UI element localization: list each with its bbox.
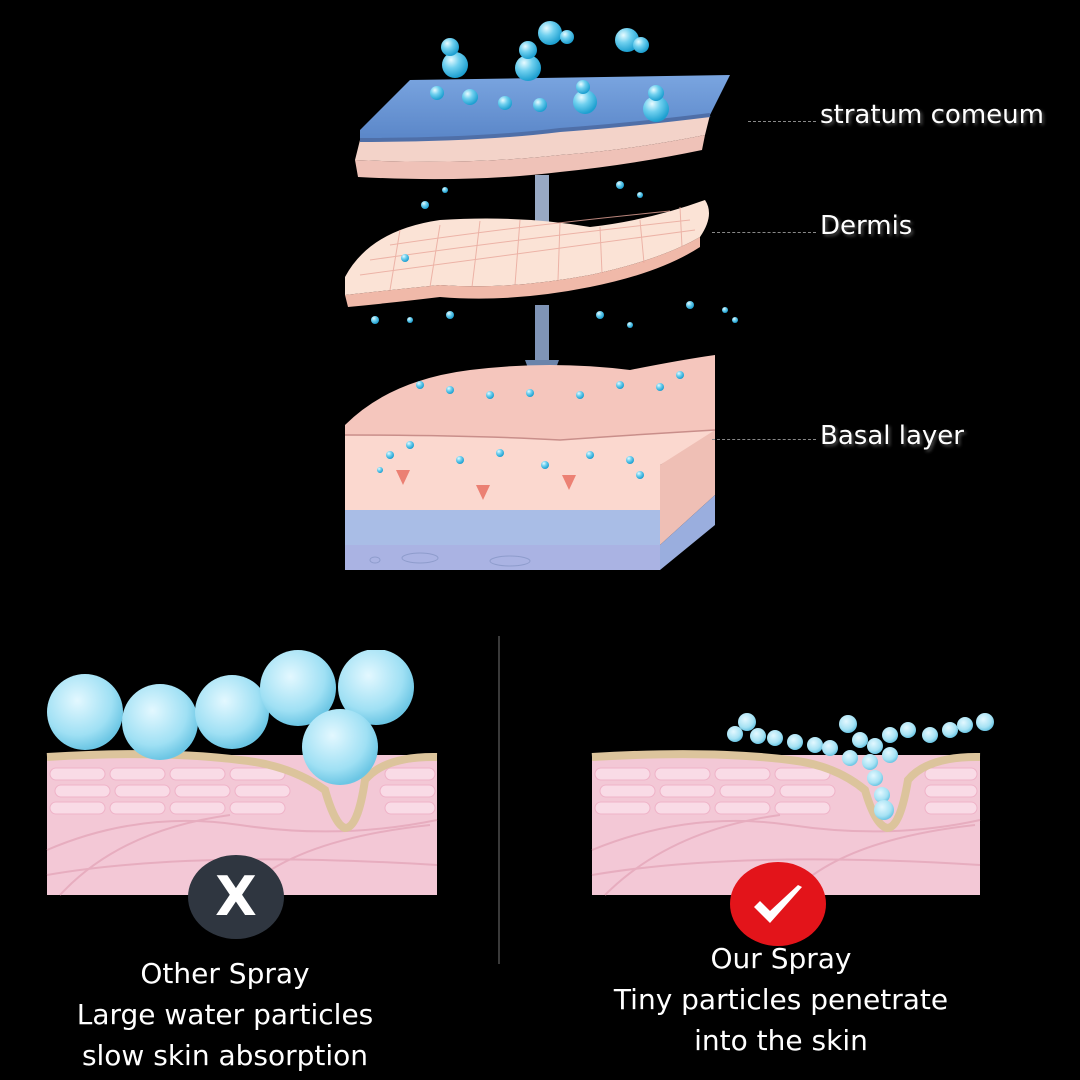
water-droplet — [636, 471, 644, 479]
water-droplet — [738, 713, 756, 731]
stratum-corneum-layer — [355, 75, 730, 180]
large-water-particles — [47, 650, 414, 785]
water-droplet — [637, 192, 643, 198]
water-droplet — [416, 381, 424, 389]
water-droplet — [496, 449, 504, 457]
tiny-water-particles — [727, 713, 994, 820]
water-droplet — [421, 201, 429, 209]
water-droplet — [626, 456, 634, 464]
stratum-leader-line — [748, 121, 816, 122]
water-droplet — [596, 311, 604, 319]
water-droplet — [441, 38, 459, 56]
dermis-layer — [345, 200, 709, 307]
dermis-label: Dermis — [820, 211, 913, 241]
water-droplet — [576, 391, 584, 399]
basal-layer-block — [344, 355, 716, 570]
water-droplet — [750, 728, 766, 744]
our-spray-line1: Tiny particles penetrate — [613, 983, 949, 1016]
water-droplet — [874, 800, 894, 820]
water-droplet — [533, 98, 547, 112]
dermis-leader-line — [712, 232, 816, 233]
water-droplet — [922, 727, 938, 743]
other-spray-line1: Large water particles — [76, 998, 374, 1031]
water-droplet — [862, 754, 878, 770]
water-droplet — [616, 181, 624, 189]
basal-layer-label: Basal layer — [820, 421, 964, 451]
water-droplet — [486, 391, 494, 399]
water-droplet — [839, 715, 857, 733]
water-droplet — [407, 317, 413, 323]
water-droplet — [386, 451, 394, 459]
water-droplet — [722, 307, 728, 313]
water-droplet — [874, 787, 890, 803]
water-droplet — [456, 456, 464, 464]
water-droplet — [406, 441, 414, 449]
water-droplet — [442, 187, 448, 193]
water-droplet — [446, 386, 454, 394]
other-spray-title: Other Spray — [140, 957, 310, 990]
down-arrows — [396, 470, 576, 500]
water-droplet — [732, 317, 738, 323]
water-droplet — [560, 30, 574, 44]
our-spray-title: Our Spray — [710, 942, 852, 975]
water-droplet — [957, 717, 973, 733]
water-droplet — [430, 86, 444, 100]
water-droplet — [615, 28, 639, 52]
water-droplet — [822, 740, 838, 756]
water-droplet — [867, 738, 883, 754]
water-droplet — [442, 52, 468, 78]
water-droplet — [515, 55, 541, 81]
x-icon: X — [215, 865, 257, 928]
water-droplet — [686, 301, 694, 309]
water-droplet — [942, 722, 958, 738]
skin-layers-illustration — [344, 21, 738, 570]
skin-cross-section — [591, 750, 981, 896]
water-droplet — [976, 713, 994, 731]
our-spray-illustration — [591, 713, 994, 896]
water-droplet — [377, 467, 383, 473]
water-droplet — [573, 90, 597, 114]
water-droplet — [576, 80, 590, 94]
water-droplet — [586, 451, 594, 459]
water-droplet — [519, 41, 537, 59]
water-droplet — [643, 96, 669, 122]
water-droplet — [541, 461, 549, 469]
our-spray-line2: into the skin — [694, 1024, 868, 1057]
check-badge — [730, 862, 826, 946]
water-droplet — [882, 727, 898, 743]
water-droplet — [538, 21, 562, 45]
water-droplet — [446, 311, 454, 319]
checkmark-icon — [754, 885, 802, 923]
x-badge: X — [188, 855, 284, 939]
water-droplet — [727, 726, 743, 742]
water-droplet — [676, 371, 684, 379]
water-droplet — [462, 89, 478, 105]
water-droplet — [633, 37, 649, 53]
water-droplet — [787, 734, 803, 750]
water-droplet — [867, 770, 883, 786]
water-droplet — [616, 381, 624, 389]
water-droplet — [526, 389, 534, 397]
water-droplet — [767, 730, 783, 746]
water-droplet — [627, 322, 633, 328]
comparison-divider — [498, 636, 500, 964]
water-droplet — [900, 722, 916, 738]
water-droplet — [656, 383, 664, 391]
water-droplet — [807, 737, 823, 753]
our-spray-caption: Our Spray Tiny particles penetrate into … — [600, 938, 962, 1061]
water-droplet — [401, 254, 409, 262]
basal-leader-line — [712, 439, 816, 440]
other-spray-caption: Other Spray Large water particles slow s… — [40, 953, 410, 1076]
water-droplet — [498, 96, 512, 110]
arrow-shaft-lower — [535, 305, 549, 365]
water-droplet — [371, 316, 379, 324]
other-spray-line2: slow skin absorption — [81, 1039, 369, 1072]
water-droplet — [842, 750, 858, 766]
water-droplet — [852, 732, 868, 748]
water-droplets — [371, 21, 738, 479]
water-droplet — [648, 85, 664, 101]
water-droplet — [882, 747, 898, 763]
stratum-corneum-label: stratum comeum — [820, 100, 1044, 130]
